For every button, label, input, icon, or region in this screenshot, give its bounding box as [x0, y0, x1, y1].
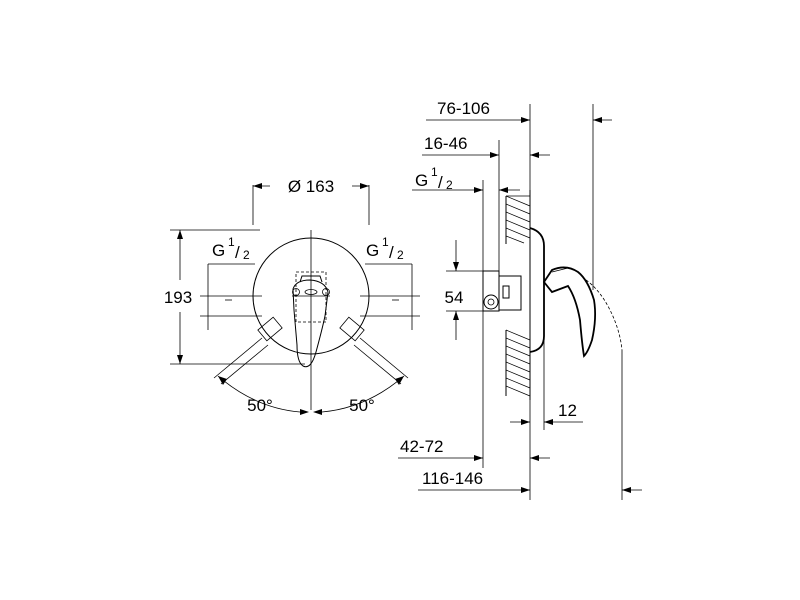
thread-label-right: G 1 / 2 — [366, 235, 404, 262]
arrow-angle-right — [395, 376, 404, 385]
swing-left — [213, 316, 283, 385]
arrow-54-bottom — [453, 311, 459, 320]
dim-mid-top: 16-46 — [424, 134, 467, 153]
arrow-116-right — [622, 487, 631, 493]
arrow-thread-side-left — [474, 187, 483, 193]
thread-left-slash: / — [235, 243, 240, 262]
arrow-dia-left — [253, 183, 262, 189]
arrow-76-right — [593, 117, 602, 123]
wall-hatch-lower — [505, 329, 531, 397]
thread-left-num: 1 — [228, 235, 235, 249]
arrow-54-top — [453, 262, 459, 271]
handle-side — [542, 266, 597, 358]
thread-left-main: G — [212, 241, 225, 260]
thread-right-den: 2 — [397, 248, 404, 262]
handle-swing-path — [585, 279, 623, 351]
thread-right-main: G — [366, 241, 379, 260]
dim-bottom-a: 42-72 — [400, 437, 443, 456]
arrow-h-top — [177, 230, 183, 239]
thread-label-side: G 1 / 2 — [415, 165, 453, 192]
arrow-76-left — [521, 117, 530, 123]
arrow-angle-left-end — [300, 409, 309, 415]
pivot-left — [292, 288, 300, 296]
thread-side-main: G — [415, 171, 428, 190]
angle-right-label: 50° — [349, 396, 375, 415]
arrow-angle-right-end — [313, 409, 322, 415]
thread-label-left: G 1 / 2 — [212, 235, 250, 262]
diameter-label: Ø 163 — [288, 177, 334, 196]
dim-total-top: 76-106 — [437, 99, 490, 118]
inlet-port — [483, 294, 499, 310]
angle-arc-left — [217, 375, 301, 413]
thread-side-num: 1 — [431, 165, 438, 179]
thread-right-slash: / — [389, 243, 394, 262]
thread-left-den: 2 — [243, 248, 250, 262]
cartridge-body — [498, 275, 522, 311]
cartridge-nut — [502, 285, 510, 299]
arrow-12-left — [521, 419, 530, 425]
front-view: Ø 163 193 G 1 / 2 G 1 / 2 — [164, 177, 420, 415]
wall-hatch-upper — [505, 195, 531, 244]
arrow-angle-left — [218, 376, 227, 385]
arrow-116-left — [521, 487, 530, 493]
arrow-dia-right — [360, 183, 369, 189]
thread-side-den: 2 — [446, 178, 453, 192]
arrow-42-right — [530, 455, 539, 461]
dim-bottom-b: 116-146 — [422, 469, 483, 488]
handle-lever — [292, 279, 329, 368]
dim-depth: 12 — [558, 401, 577, 420]
angle-arc-right — [321, 375, 405, 413]
thread-right-num: 1 — [382, 235, 389, 249]
escutcheon-side — [529, 227, 545, 353]
thread-side-slash: / — [438, 173, 443, 192]
pivot-right — [322, 288, 330, 296]
inlet-port-inner — [487, 298, 495, 306]
handle-side-top — [551, 267, 569, 273]
swing-right — [339, 316, 409, 385]
arrow-42-left — [474, 455, 483, 461]
angle-left-label: 50° — [247, 396, 273, 415]
height-label: 193 — [164, 288, 192, 307]
arrow-thread-side-right — [499, 187, 508, 193]
arrow-16-left — [490, 152, 499, 158]
side-view: 76-106 16-46 G 1 / 2 54 — [398, 99, 642, 500]
arrow-12-right — [544, 419, 553, 425]
arrow-16-right — [530, 152, 539, 158]
arrow-h-bottom — [177, 355, 183, 364]
dim-height: 54 — [445, 288, 464, 307]
